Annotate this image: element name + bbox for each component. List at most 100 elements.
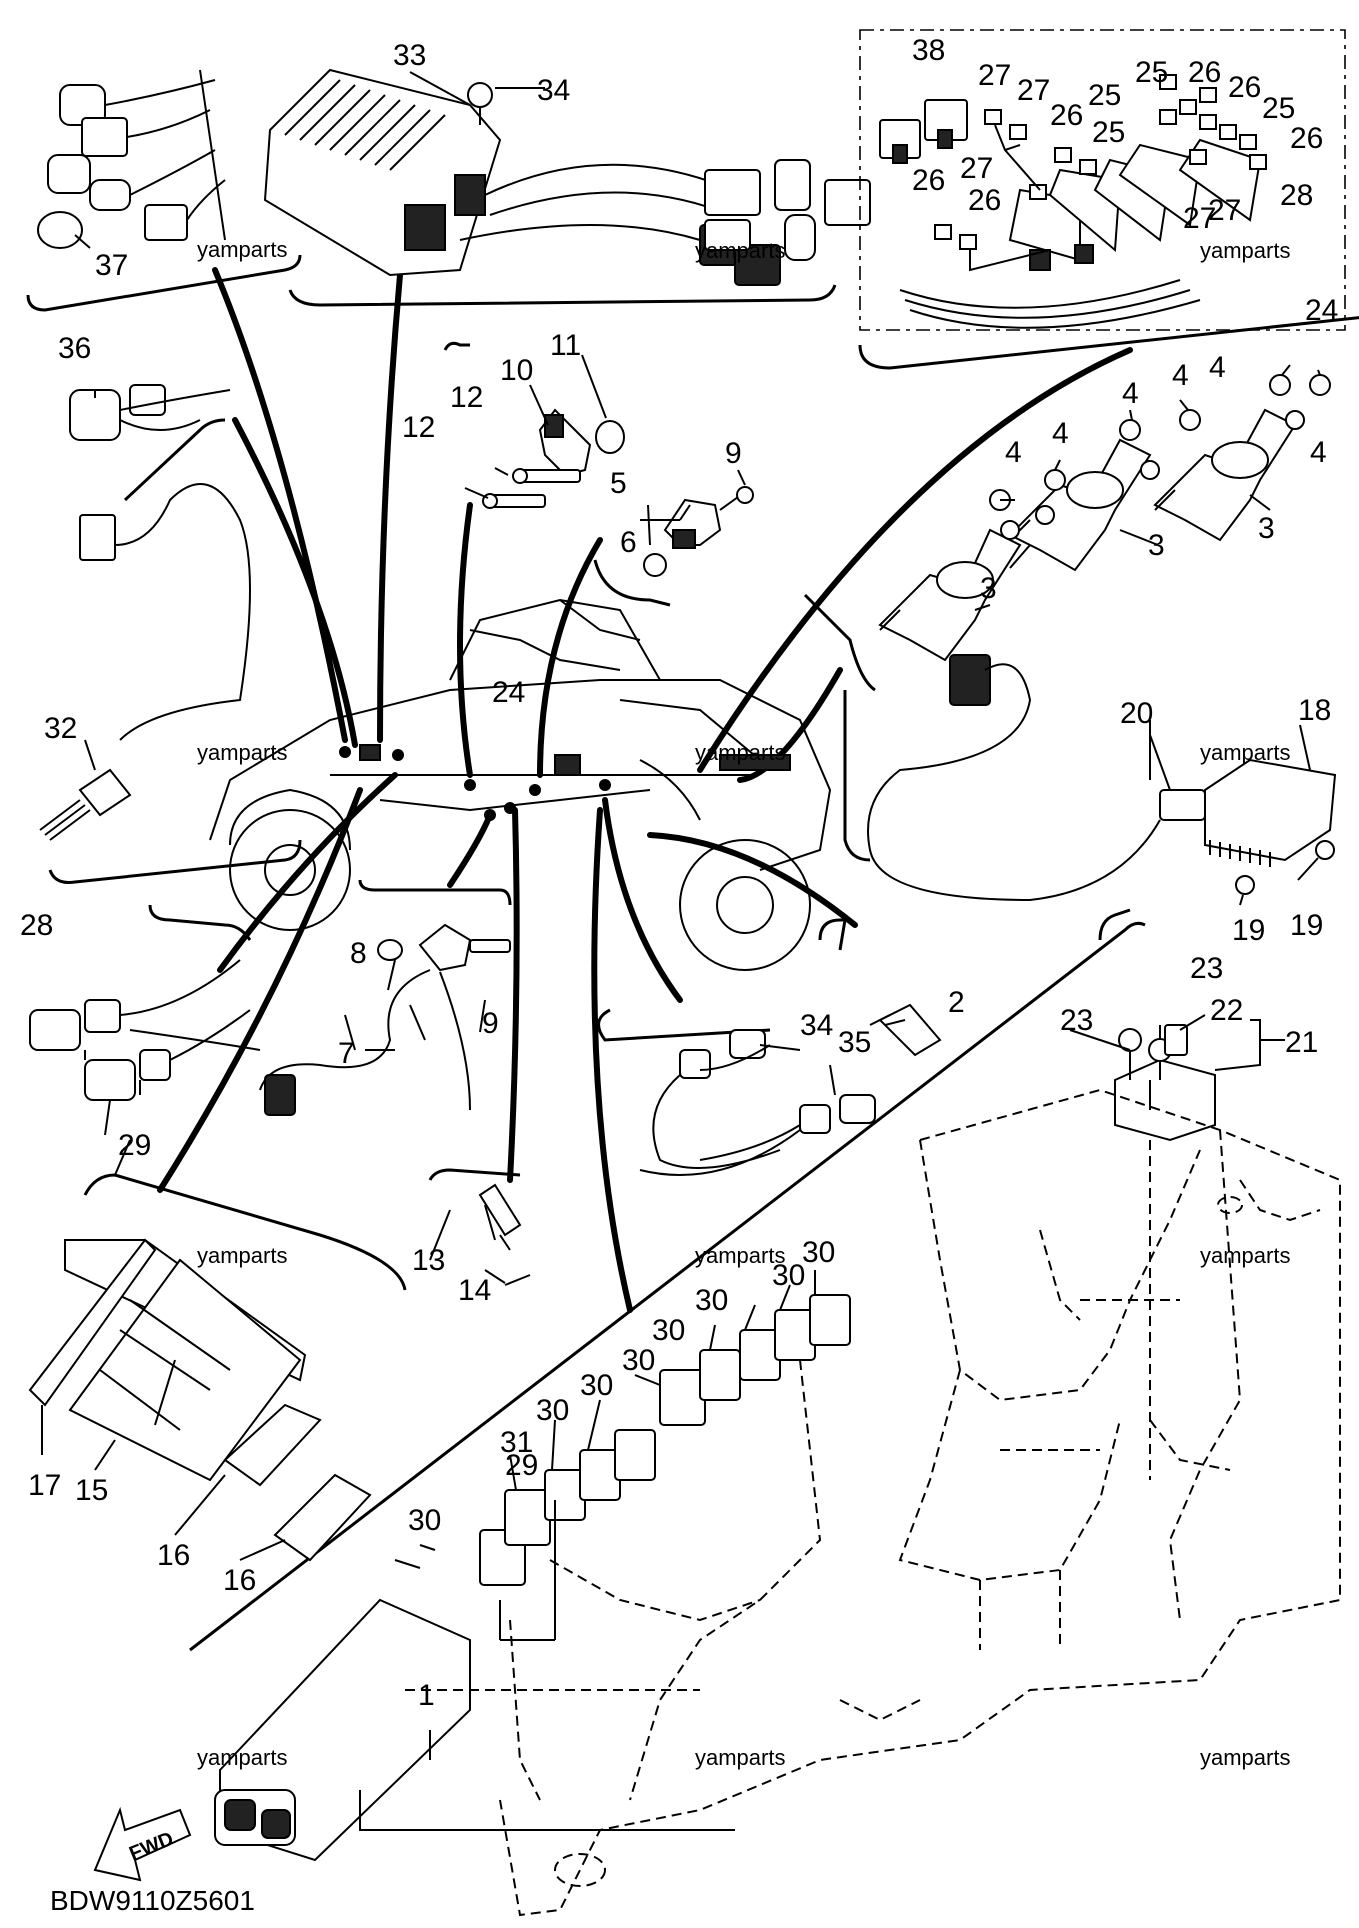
- watermark-text: yamparts: [1200, 1745, 1290, 1770]
- connectors-right-of-32: [699, 159, 871, 286]
- control-module-32: [263, 68, 731, 277]
- callout-30: 30: [536, 1394, 569, 1427]
- callout-33: 34: [537, 74, 570, 107]
- watermark-text: yamparts: [695, 1745, 785, 1770]
- callout-24: 24: [1305, 294, 1338, 327]
- callout-4: 4: [1122, 377, 1139, 410]
- callout-30: 30: [580, 1369, 613, 1402]
- sensor-7: [259, 923, 511, 1116]
- callout-4: 4: [1005, 436, 1022, 469]
- callout-30: 30: [772, 1259, 805, 1292]
- callout-22: 22: [1210, 994, 1243, 1027]
- callout-9: 9: [725, 437, 742, 470]
- injector-bolts: [989, 374, 1331, 540]
- callout-16: 16: [223, 1564, 256, 1597]
- watermark-text: yamparts: [197, 740, 287, 765]
- callout-3: 3: [1258, 512, 1275, 545]
- callout-27: 27: [1017, 74, 1050, 107]
- callout-21: 21: [1285, 1026, 1318, 1059]
- callout-12: 12: [450, 381, 483, 414]
- callout-4: 4: [1172, 359, 1189, 392]
- fuse-box-inset-frame: [859, 29, 1346, 331]
- relay-row-lower: [479, 1429, 656, 1641]
- callout-8: 8: [350, 937, 367, 970]
- callout-34: 35: [838, 1026, 871, 1059]
- manual-set: [28, 1238, 372, 1562]
- callout-9: 9: [482, 1007, 499, 1040]
- callout-labels: 1 2 3 3 3 4 4 4 4 4 4 5 6 7 8 9 9 10 11 …: [20, 34, 1338, 1712]
- watermark-text: yamparts: [695, 740, 785, 765]
- watermark-text: yamparts: [197, 237, 287, 262]
- injector-right: [1153, 408, 1297, 542]
- callout-35: 36: [58, 332, 91, 365]
- callout-3: 3: [980, 572, 997, 605]
- callout-30: 30: [695, 1284, 728, 1317]
- callout-16: 16: [157, 1539, 190, 1572]
- callout-26: 26: [1290, 122, 1323, 155]
- callout-31: 32: [44, 712, 77, 745]
- callout-34: 34: [800, 1009, 833, 1042]
- watermark-text: yamparts: [1200, 1243, 1290, 1268]
- relay-row-upper: [659, 1294, 851, 1426]
- callout-27: 28: [1280, 179, 1313, 212]
- callout-32: 33: [393, 39, 426, 72]
- watermarks: yamparts yamparts yamparts yamparts yamp…: [197, 237, 1290, 1770]
- switch-2: [869, 1003, 942, 1057]
- callout-25: 25: [1092, 116, 1125, 149]
- callout-25: 25: [1088, 79, 1121, 112]
- group-brackets: [26, 254, 1359, 1652]
- injector-left: [878, 528, 1022, 662]
- leader-lines: [41, 71, 1321, 1760]
- callout-19: 19: [1290, 909, 1323, 942]
- callout-4: 4: [1310, 436, 1327, 469]
- ecu-1: [214, 1598, 735, 1862]
- callout-37: 38: [912, 34, 945, 67]
- fwd-arrow: FWD: [93, 1806, 192, 1882]
- callout-26: 26: [1050, 99, 1083, 132]
- callout-29: 29: [505, 1449, 538, 1482]
- callout-14: 14: [458, 1274, 491, 1307]
- watermark-text: yamparts: [695, 238, 785, 263]
- callout-29: 30: [408, 1504, 441, 1537]
- watermark-text: yamparts: [1200, 740, 1290, 765]
- callout-18: 18: [1298, 694, 1331, 727]
- callout-30: 30: [652, 1314, 685, 1347]
- callout-26: 26: [1228, 71, 1261, 104]
- callout-26: 27: [1183, 202, 1216, 235]
- callout-27: 27: [1208, 194, 1241, 227]
- callout-26: 26: [912, 164, 945, 197]
- callout-4: 4: [1209, 351, 1226, 384]
- watermark-text: yamparts: [197, 1745, 287, 1770]
- callout-36: 37: [95, 249, 128, 282]
- callout-1: 1: [418, 1679, 435, 1712]
- watermark-text: yamparts: [695, 1243, 785, 1268]
- diagram-code: BDW9110Z5601: [50, 1885, 255, 1916]
- sensor-5: [643, 486, 754, 577]
- mini-fuses: [934, 74, 1267, 272]
- callout-20: 20: [1120, 697, 1153, 730]
- callout-28: 29: [118, 1129, 151, 1162]
- callout-23: 23: [1060, 1004, 1093, 1037]
- callout-27: 27: [960, 152, 993, 185]
- connector-35: [69, 384, 231, 441]
- callout-12: 12: [402, 411, 435, 444]
- callout-11: 11: [550, 329, 581, 362]
- callout-30: 31: [500, 1426, 533, 1459]
- callout-15: 15: [75, 1474, 108, 1507]
- callout-4: 4: [1052, 417, 1069, 450]
- callout-28: 28: [20, 909, 53, 942]
- callout-26: 26: [968, 184, 1001, 217]
- callout-6: 6: [620, 526, 637, 559]
- watermark-text: yamparts: [197, 1243, 287, 1268]
- callout-3: 3: [1148, 529, 1165, 562]
- spark-plug-13: [478, 1183, 531, 1286]
- sensor-10: [482, 408, 625, 509]
- callout-23: 23: [1190, 952, 1223, 985]
- callout-5: 5: [610, 467, 627, 500]
- watermark-text: yamparts: [1200, 238, 1290, 263]
- chassis-frame: [499, 1088, 1341, 1917]
- callout-24: 24: [492, 676, 525, 709]
- connectors-34: [639, 1029, 876, 1176]
- callout-10: 10: [500, 354, 533, 387]
- callout-30: 30: [622, 1344, 655, 1377]
